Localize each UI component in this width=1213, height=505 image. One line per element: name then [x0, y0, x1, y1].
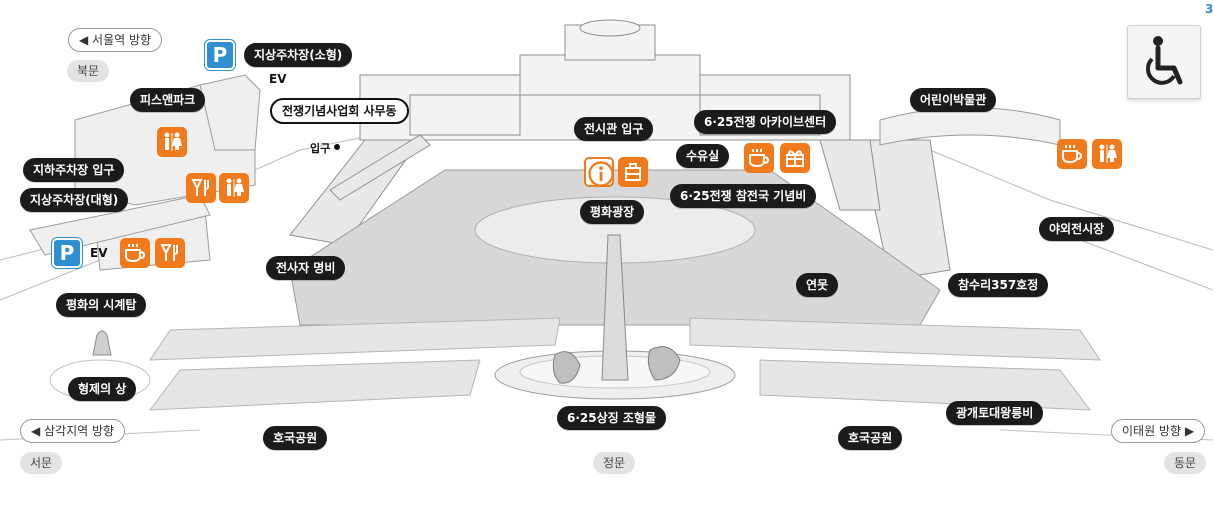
archive-center-label[interactable]: 6·25전쟁 아카이브센터	[694, 110, 837, 134]
cafe-icon[interactable]	[744, 143, 774, 173]
ev-label-left: EV	[90, 246, 108, 260]
fallen-soldiers-names-label[interactable]: 전사자 명비	[266, 256, 346, 280]
peace-clock-tower-label[interactable]: 평화의 시계탑	[56, 293, 147, 317]
parking-icon: P	[205, 40, 235, 70]
chamsuri-357-label[interactable]: 참수리357호정	[948, 273, 1049, 297]
east-gate-label[interactable]: 동문	[1164, 452, 1207, 474]
north-gate-label[interactable]: 북문	[67, 60, 110, 82]
west-gate-label[interactable]: 서문	[20, 452, 63, 474]
restroom-icon[interactable]	[1092, 139, 1122, 169]
ev-label-top: EV	[269, 72, 287, 86]
underground-parking-label[interactable]: 지하주차장 입구	[23, 158, 125, 182]
participating-nations-monument-label[interactable]: 6·25전쟁 참전국 기념비	[670, 184, 817, 208]
locker-icon[interactable]	[618, 157, 648, 187]
samgakji-direction-button[interactable]: ◀ 삼각지역 방향	[20, 419, 126, 443]
gift-shop-icon[interactable]	[780, 143, 810, 173]
main-gate-label[interactable]: 정문	[593, 452, 636, 474]
peace-plaza-label[interactable]: 평화광장	[580, 200, 645, 224]
accessibility-button[interactable]	[1127, 25, 1201, 99]
parking-small-label[interactable]: 지상주차장(소형)	[244, 43, 353, 67]
parking-large-label[interactable]: 지상주차장(대형)	[20, 188, 129, 212]
parking-icon-left: P	[52, 238, 82, 268]
cafe-icon[interactable]	[1057, 139, 1087, 169]
nursing-room-label[interactable]: 수유실	[676, 144, 730, 168]
childrens-museum-label[interactable]: 어린이박물관	[910, 88, 997, 112]
memorial-park-left-label[interactable]: 호국공원	[263, 426, 328, 450]
cafe-icon[interactable]	[120, 238, 150, 268]
info-icon[interactable]	[584, 157, 614, 187]
itaewon-direction-button[interactable]: 이태원 방향 ▶	[1111, 419, 1206, 443]
restroom-icon[interactable]	[157, 127, 187, 157]
memorial-park-right-label[interactable]: 호국공원	[838, 426, 903, 450]
wheelchair-icon	[1146, 36, 1183, 85]
outdoor-exhibit-label[interactable]: 야외전시장	[1039, 217, 1115, 241]
symbol-sculpture-label[interactable]: 6·25상징 조형물	[557, 406, 666, 430]
pond-label[interactable]: 연못	[796, 273, 839, 297]
restaurant-icon[interactable]	[186, 173, 216, 203]
pizza-restaurant-label[interactable]: 피스앤파크	[130, 88, 206, 112]
brothers-statue-label[interactable]: 형제의 상	[68, 377, 137, 401]
gwanggaeto-stele-label[interactable]: 광개토대왕릉비	[946, 401, 1044, 425]
restroom-icon[interactable]	[219, 173, 249, 203]
hall-entrance-label[interactable]: 전시관 입구	[574, 117, 654, 141]
restaurant-icon[interactable]	[155, 238, 185, 268]
seoul-station-direction-button[interactable]: ◀ 서울역 방향	[68, 28, 163, 52]
corner-mark: 3	[1205, 2, 1213, 16]
entrance-small-label: 입구	[310, 142, 331, 155]
entrance-dot	[334, 144, 340, 150]
hq-office-label[interactable]: 전쟁기념사업회 사무동	[270, 98, 409, 124]
